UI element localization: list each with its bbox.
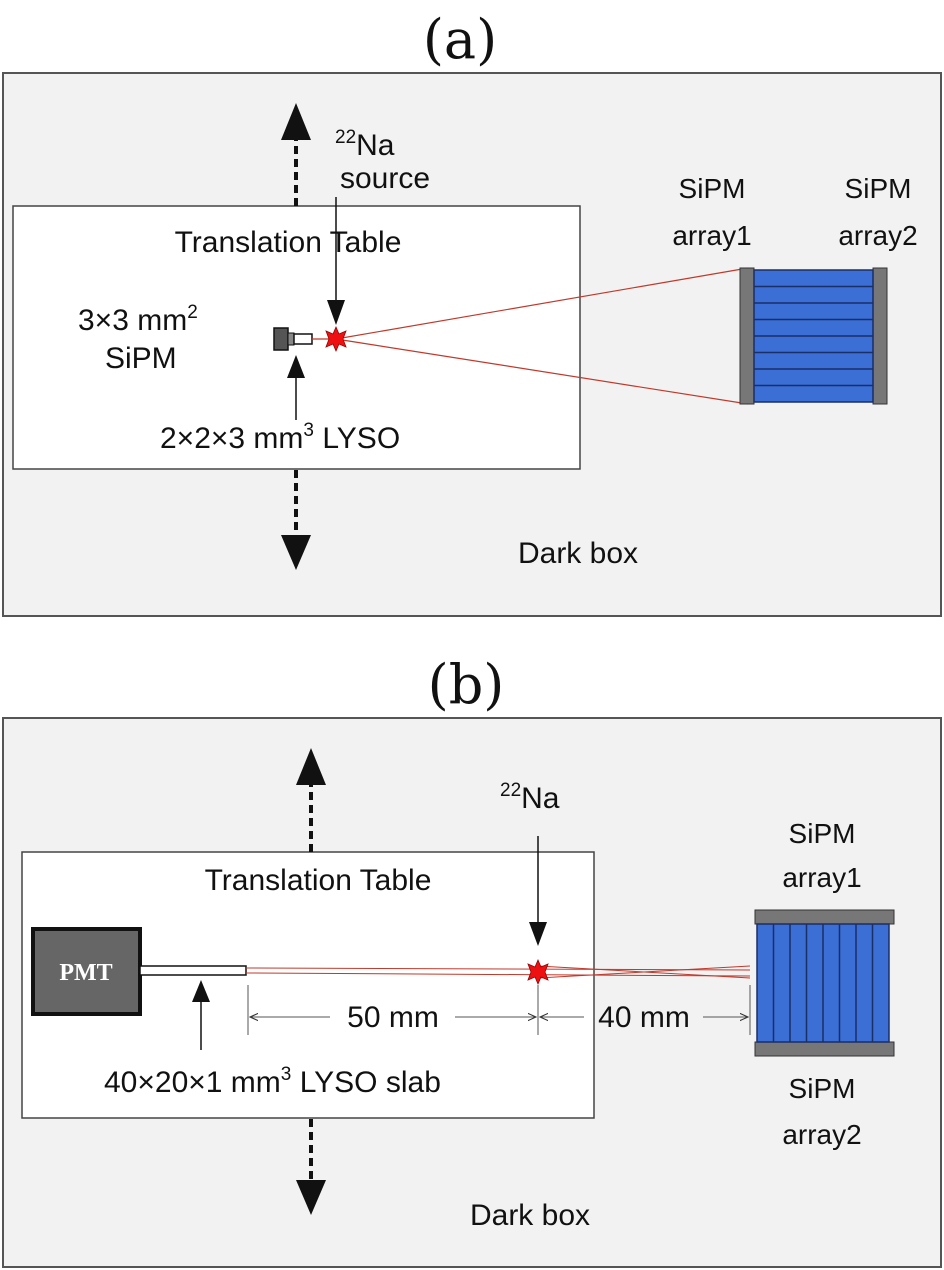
- small-sipm-face: [287, 332, 295, 346]
- ray-lower-b: [245, 972, 751, 977]
- dark-box-label-b: Dark box: [470, 1199, 590, 1232]
- array2-label-b: SiPM: [789, 1073, 856, 1104]
- source-star-b: [527, 958, 549, 986]
- slab-pointer-b: [192, 980, 210, 1050]
- dimension-40mm: [540, 985, 751, 1035]
- panel-label-b: (b): [428, 653, 505, 716]
- small-sipm-label-2: SiPM: [105, 342, 177, 375]
- move-arrow-up-a: [281, 103, 311, 206]
- move-arrow-down-a: [281, 470, 311, 570]
- pmt-block: [31, 927, 142, 1016]
- source-star-a: [325, 325, 347, 353]
- ray-lower-a: [335, 338, 749, 405]
- source-pointer-a: [327, 197, 345, 325]
- lyso-pointer-a: [287, 355, 305, 420]
- source-label-a: 22Na: [335, 127, 395, 162]
- panel-label-a: (a): [423, 8, 497, 71]
- small-sipm-block: [273, 327, 289, 351]
- dimension-50mm: [247, 985, 539, 1035]
- ray-upper-b: [245, 967, 751, 971]
- dark-box-label-a: Dark box: [518, 537, 638, 570]
- ray-cross-2-b: [537, 965, 751, 979]
- lyso-label-a: 2×2×3 mm3 LYSO: [160, 420, 400, 455]
- move-arrow-down-b: [296, 1119, 326, 1215]
- source-word-a: source: [340, 162, 430, 195]
- array1-label-b: SiPM: [789, 818, 856, 849]
- translation-table-label-a: Translation Table: [175, 226, 402, 259]
- lyso-crystal-a: [293, 333, 313, 345]
- array1-label-a-2: array1: [672, 220, 751, 251]
- array2-label-a-2: array2: [838, 220, 917, 251]
- lyso-slab-b: [139, 965, 247, 976]
- translation-table-label-b: Translation Table: [205, 864, 432, 897]
- sipm-array-a: [739, 267, 888, 405]
- array2-label-a: SiPM: [845, 173, 912, 204]
- pmt-label: PMT: [59, 960, 112, 986]
- dim-50-label: 50 mm: [347, 1001, 439, 1034]
- sipm-array-b: [754, 909, 895, 1057]
- array1-label-a: SiPM: [679, 173, 746, 204]
- source-label-b: 22Na: [500, 780, 560, 815]
- dim-40-label: 40 mm: [598, 1001, 690, 1034]
- move-arrow-up-b: [296, 748, 326, 852]
- array2-label-b-2: array2: [782, 1119, 861, 1150]
- slab-label-b: 40×20×1 mm3 LYSO slab: [104, 1064, 441, 1099]
- ray-upper-a: [335, 267, 749, 340]
- array1-label-b-2: array1: [782, 862, 861, 893]
- source-pointer-b: [529, 836, 547, 946]
- small-sipm-label: 3×3 mm2: [78, 302, 198, 337]
